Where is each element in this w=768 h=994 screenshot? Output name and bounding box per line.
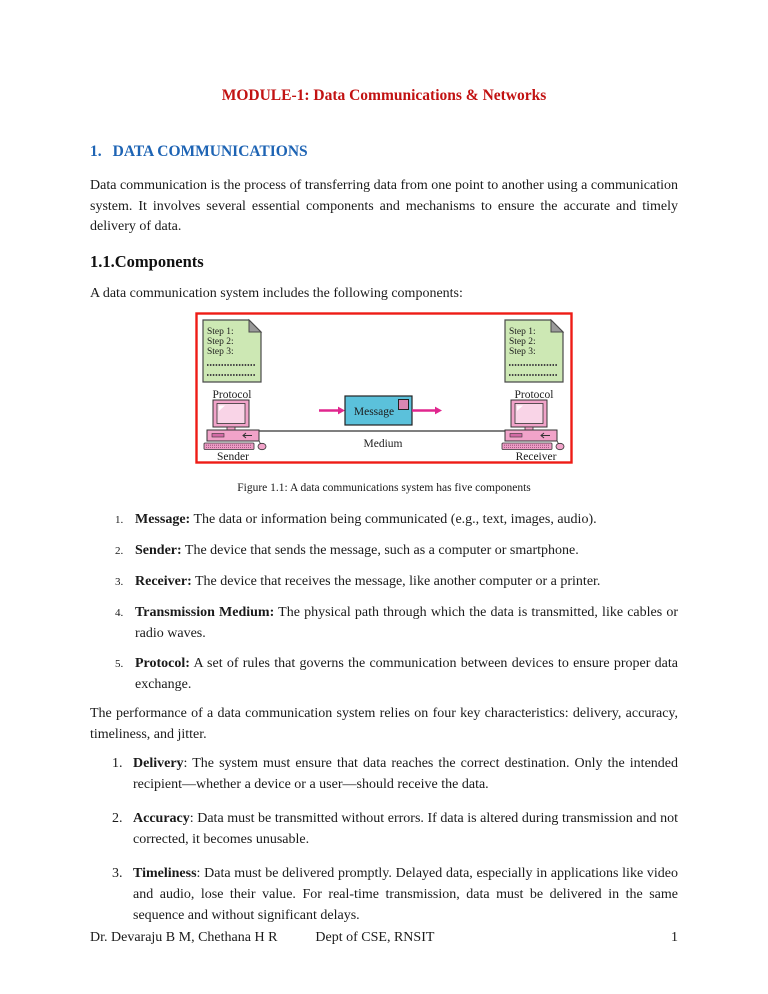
receiver-label: Receiver (516, 451, 557, 463)
term-label: Protocol: (135, 656, 190, 671)
document-fold-icon (550, 318, 565, 333)
receiver-computer-icon (501, 399, 565, 451)
step-line-1: Step 1: (207, 327, 234, 337)
list-item-receiver: 3. Receiver: The device that receives th… (90, 571, 678, 593)
list-number: 1. (115, 514, 124, 526)
eject-arrow-icon (242, 432, 252, 439)
term-label: Receiver: (135, 574, 192, 589)
system-unit (504, 429, 558, 442)
keyboard (203, 442, 255, 450)
figure-1-1-diagram: Step 1: Step 2: Step 3: Protocol Step 1:… (195, 312, 573, 469)
list-number: 4. (115, 607, 124, 619)
arrow-right-head-icon (435, 406, 442, 415)
characteristics-list: 1. Delivery: The system must ensure that… (90, 753, 678, 926)
list-item-accuracy: 2. Accuracy: Data must be transmitted wi… (90, 808, 678, 850)
list-item-text: Receiver: The device that receives the m… (135, 571, 678, 593)
list-item-delivery: 1. Delivery: The system must ensure that… (90, 753, 678, 795)
disk-slot (211, 433, 225, 438)
step-line-3: Step 3: (509, 347, 536, 357)
mouse-icon (257, 442, 267, 451)
protocol-label-right: Protocol (515, 389, 554, 401)
list-item-text: Transmission Medium: The physical path t… (135, 602, 678, 644)
term-definition: The device that sends the message, such … (181, 543, 579, 558)
list-item-transmission-medium: 4. Transmission Medium: The physical pat… (90, 602, 678, 644)
data-communication-diagram: Step 1: Step 2: Step 3: Protocol Step 1:… (195, 312, 573, 464)
message-label: Message (354, 406, 394, 418)
term-definition: The device that receives the message, li… (191, 574, 601, 589)
disk-slot (509, 433, 523, 438)
list-number: 2. (112, 811, 123, 826)
term-label: Transmission Medium: (135, 605, 275, 620)
section-heading-data-communications: 1. DATA COMMUNICATIONS (90, 142, 678, 161)
document-shape (202, 319, 262, 383)
term-definition: The data or information being communicat… (190, 512, 597, 527)
performance-paragraph: The performance of a data communication … (90, 706, 678, 742)
term-label: Message: (135, 512, 191, 527)
page-title: MODULE-1: Data Communications & Networks (221, 87, 547, 104)
mouse-icon (555, 442, 565, 451)
keyboard (501, 442, 553, 450)
list-item-protocol: 5. Protocol: A set of rules that governs… (90, 653, 678, 695)
term-label: Sender: (135, 543, 182, 558)
list-item-text: Delivery: The system must ensure that da… (133, 753, 678, 795)
document-fold-icon (248, 318, 263, 333)
list-item-text: Message: The data or information being c… (135, 509, 678, 531)
step-line-1: Step 1: (509, 327, 536, 337)
list-item-message: 1. Message: The data or information bein… (90, 509, 678, 531)
page-content: MODULE-1: Data Communications & Networks… (90, 87, 678, 926)
envelope-icon (398, 399, 409, 410)
page-number: 1 (671, 930, 678, 945)
section-title-text: DATA COMMUNICATIONS (112, 143, 308, 160)
list-item-text: Accuracy: Data must be transmitted witho… (133, 808, 678, 850)
protocol-label-left: Protocol (213, 389, 252, 401)
term-label: Accuracy (133, 811, 190, 826)
term-definition: : Data must be transmitted without error… (133, 811, 678, 847)
list-item-text: Sender: The device that sends the messag… (135, 540, 678, 562)
subsection-heading-components: 1.1.Components (90, 251, 204, 271)
list-item-text: Timeliness: Data must be delivered promp… (133, 863, 678, 926)
section-number: 1. (90, 143, 102, 160)
term-definition: A set of rules that governs the communic… (135, 656, 678, 692)
eject-arrow-icon (540, 432, 550, 439)
screen (216, 403, 246, 424)
screen-highlight (219, 405, 225, 411)
list-item-sender: 2. Sender: The device that sends the mes… (90, 540, 678, 562)
step-line-2: Step 2: (207, 337, 234, 347)
step-line-2: Step 2: (509, 337, 536, 347)
list-number: 3. (115, 576, 124, 588)
protocol-document-right-icon: Step 1: Step 2: Step 3: (504, 318, 565, 383)
term-definition: : The system must ensure that data reach… (133, 756, 678, 792)
footer-department: Dept of CSE, RNSIT (315, 930, 435, 945)
list-number: 3. (112, 866, 123, 881)
sender-label: Sender (217, 451, 249, 463)
list-number: 5. (115, 658, 124, 670)
intro-paragraph: Data communication is the process of tra… (90, 178, 678, 234)
arrow-left-head-icon (338, 406, 345, 415)
medium-label: Medium (364, 438, 403, 450)
step-line-3: Step 3: (207, 347, 234, 357)
term-label: Delivery (133, 756, 184, 771)
list-item-timeliness: 3. Timeliness: Data must be delivered pr… (90, 863, 678, 926)
protocol-document-left-icon: Step 1: Step 2: Step 3: (202, 318, 263, 383)
components-list: 1. Message: The data or information bein… (90, 509, 678, 695)
page-footer: Dr. Devaraju B M, Chethana H R Dept of C… (90, 929, 678, 947)
screen-highlight (517, 405, 523, 411)
term-definition: : Data must be delivered promptly. Delay… (133, 866, 678, 923)
term-definition: The physical path through which the data… (135, 605, 678, 641)
term-label: Timeliness (133, 866, 197, 881)
list-number: 2. (115, 545, 124, 557)
figure-caption: Figure 1.1: A data communications system… (237, 482, 531, 494)
system-unit (206, 429, 260, 442)
screen (514, 403, 544, 424)
document-shape (504, 319, 564, 383)
sender-computer-icon (203, 399, 267, 451)
footer-authors: Dr. Devaraju B M, Chethana H R (90, 930, 278, 945)
components-lead-sentence: A data communication system includes the… (90, 285, 463, 301)
list-number: 1. (112, 756, 123, 771)
list-item-text: Protocol: A set of rules that governs th… (135, 653, 678, 695)
